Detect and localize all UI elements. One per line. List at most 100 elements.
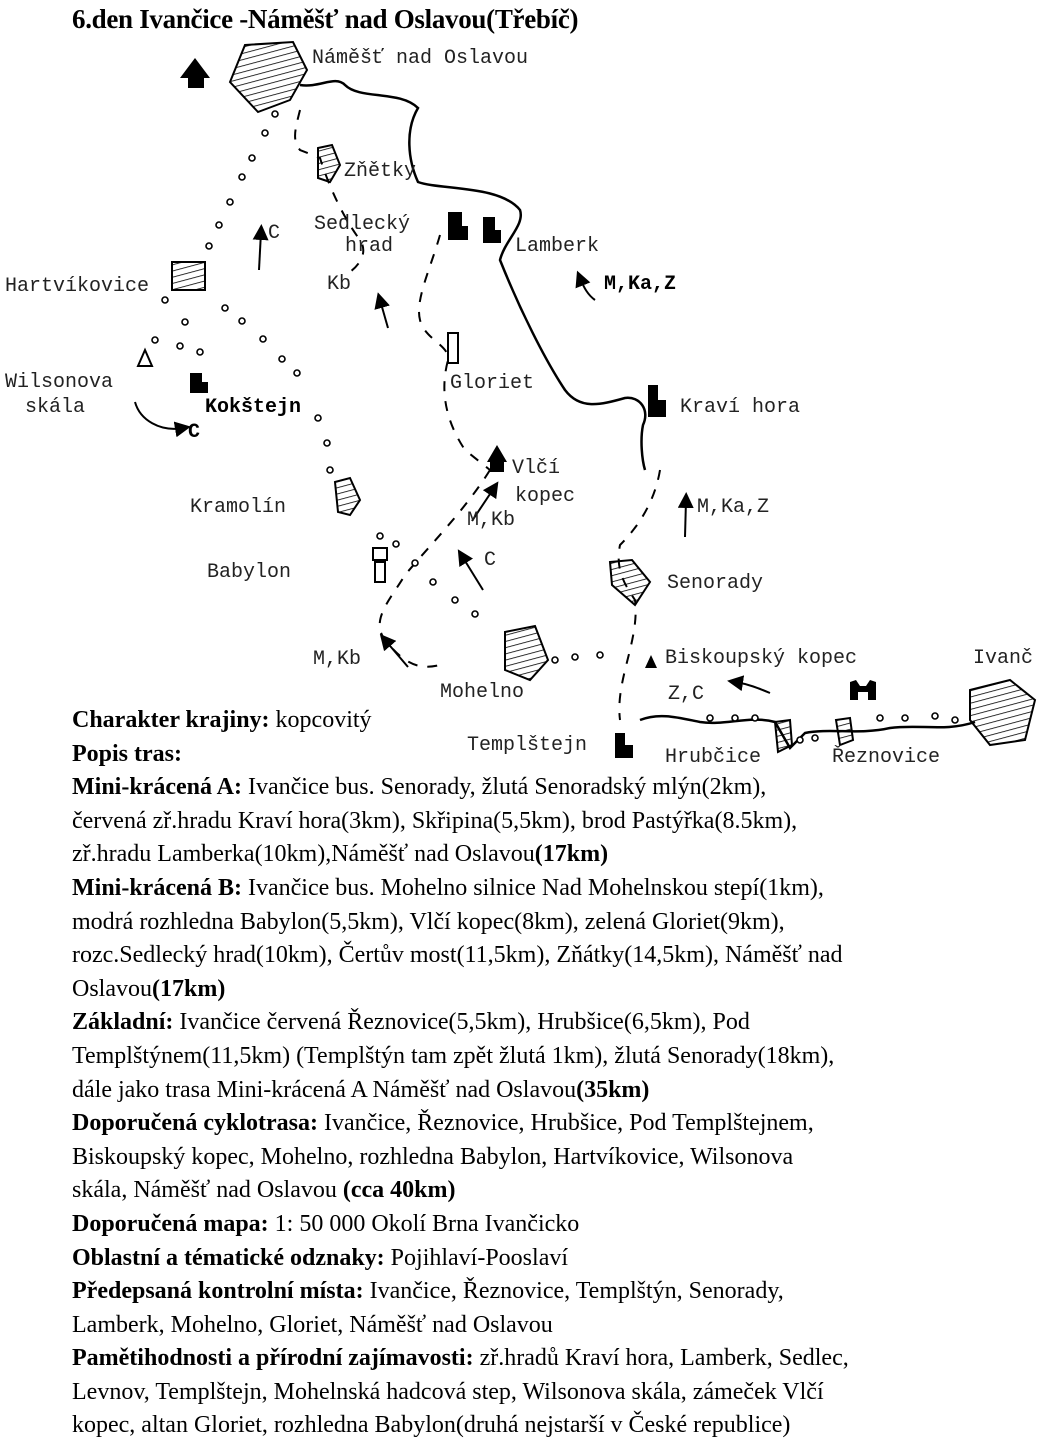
text-line: Levnov, Templštejn, Mohelnská hadcová st…	[72, 1376, 1032, 1410]
map-drawing	[134, 40, 1037, 758]
map-label-kokstejn: Kokštejn	[205, 396, 302, 419]
map-label-senorady: Senorady	[667, 572, 764, 595]
map-label-hrubcice: Hrubčice	[665, 746, 762, 769]
castle-sedlec-icon	[448, 212, 462, 240]
gloriet-icon	[447, 332, 459, 364]
line-text: Ivančice bus. Mohelno silnice Nad Moheln…	[241, 874, 824, 901]
text-line: kopec, altan Gloriet, rozhledna Babylon(…	[72, 1409, 1032, 1443]
map-label-biskoupsky: Biskoupský kopec	[665, 647, 858, 670]
castle-kravi-hora-icon	[648, 385, 658, 417]
line-label: Charakter krajiny:	[72, 707, 270, 733]
castle-markers	[180, 58, 876, 758]
map-label-lamberk: Lamberk	[515, 235, 600, 258]
text-line: rozc.Sedlecký hrad(10km), Čertův most(11…	[72, 939, 1032, 973]
map-label-gloriet: Gloriet	[450, 372, 535, 395]
map-label-c: C	[188, 421, 201, 444]
map-label-templstejn: Templštejn	[467, 734, 588, 757]
text-line: skála, Náměšť nad Oslavou (cca 40km)	[72, 1174, 1032, 1208]
map-label-mkb: M,Kb	[467, 509, 516, 532]
line-text: modrá rozhledna Babylon(5,5km), Vlčí kop…	[72, 908, 785, 935]
line-label: Pamětihodnosti a přírodní zajímavosti:	[72, 1345, 474, 1372]
text-line: Charakter krajiny: kopcovitý	[72, 704, 1032, 738]
text-line: Doporučená mapa: 1: 50 000 Okolí Brna Iv…	[72, 1208, 1032, 1242]
text-line: Doporučená cyklotrasa: Ivančice, Řeznovi…	[72, 1107, 1032, 1141]
map-label-skala: skála	[25, 396, 86, 419]
line-text: Pojihlaví-Pooslaví	[384, 1244, 569, 1271]
text-line: Lamberk, Mohelno, Gloriet, Náměšť nad Os…	[72, 1309, 1032, 1343]
text-line: Templštýnem(11,5km) (Templštýn tam zpět …	[72, 1040, 1032, 1074]
line-text: Ivančice, Řeznovice, Templštýn, Senorady…	[363, 1278, 784, 1305]
blue-dots-route	[151, 110, 959, 744]
green-route	[294, 109, 661, 721]
line-text: zř.hradů Kraví hora, Lamberk, Sedlec,	[473, 1345, 849, 1372]
text-line: modrá rozhledna Babylon(5,5km), Vlčí kop…	[72, 906, 1032, 940]
line-distance: (17km)	[152, 975, 226, 1002]
text-line: Mini-krácená B: Ivančice bus. Mohelno si…	[72, 872, 1032, 906]
map-label-zc: Z,C	[668, 683, 705, 706]
map-label-mkaz: M,Ka,Z	[604, 273, 677, 296]
direction-arrows	[134, 224, 771, 694]
line-text: kopec, altan Gloriet, rozhledna Babylon(…	[72, 1412, 791, 1439]
map-label-c: C	[268, 222, 281, 245]
line-label: Předepsaná kontrolní místa:	[72, 1278, 364, 1305]
line-text: Ivančice červená Řeznovice(5,5km), Hrubš…	[173, 1009, 750, 1036]
page-title: 6.den Ivančice -Náměšť nad Oslavou(Třebí…	[72, 4, 579, 34]
chateau-vlci-kopec-icon	[487, 445, 507, 472]
map-label-hrad: hrad	[345, 235, 394, 258]
line-label: Mini-krácená B:	[72, 874, 242, 901]
line-label: Základní:	[72, 1009, 174, 1036]
text-line: červená zř.hradu Kraví hora(3km), Skřipi…	[72, 805, 1032, 839]
text-line: Pamětihodnosti a přírodní zajímavosti: z…	[72, 1342, 1032, 1376]
line-text: zř.hradu Lamberka(10km),Náměšť nad Oslav…	[72, 841, 535, 868]
line-distance: (17km)	[534, 841, 609, 868]
text-line: zř.hradu Lamberka(10km),Náměšť nad Oslav…	[72, 838, 1032, 872]
text-line: Oblastní a tématické odznaky: Pojihlaví-…	[72, 1242, 1032, 1276]
text-line: dále jako trasa Mini-krácená A Náměšť na…	[72, 1074, 1032, 1108]
map-label-kramolin: Kramolín	[190, 496, 287, 519]
chateau-icon	[180, 58, 210, 88]
line-text: skála, Náměšť nad Oslavou	[72, 1177, 343, 1204]
map-label-hartvikovice: Hartvíkovice	[5, 275, 150, 298]
line-text: Biskoupský kopec, Mohelno, rozhledna Bab…	[72, 1143, 794, 1170]
map-label-mkb: M,Kb	[313, 648, 362, 671]
river-oslava	[299, 79, 647, 471]
line-text: rozc.Sedlecký hrad(10km), Čertův most(11…	[72, 942, 843, 969]
map-label-namest: Náměšť nad Oslavou	[312, 47, 529, 70]
towers	[136, 332, 459, 583]
map-label-mkaz: M,Ka,Z	[697, 496, 770, 519]
text-line: Předepsaná kontrolní místa: Ivančice, Ře…	[72, 1275, 1032, 1309]
map-label-vlci: Vlčí	[512, 457, 561, 480]
text-line: Oslavou(17km)	[72, 973, 1032, 1007]
babylon-tower-icon	[372, 547, 388, 561]
towns	[171, 40, 1037, 754]
hill-icon	[645, 655, 657, 668]
text-line: Biskoupský kopec, Mohelno, rozhledna Bab…	[72, 1141, 1032, 1175]
castle-kokstejn-icon	[190, 373, 202, 393]
text-line: Mini-krácená A: Ivančice bus. Senorady, …	[72, 771, 1032, 805]
rock-icon	[136, 347, 154, 367]
line-text: Oslavou	[72, 975, 152, 1002]
line-distance: (35km)	[576, 1076, 650, 1103]
text-line: Základní: Ivančice červená Řeznovice(5,5…	[72, 1006, 1032, 1040]
line-label: Popis tras:	[72, 740, 182, 767]
line-text: kopcovitý	[269, 707, 372, 733]
line-label: Doporučená cyklotrasa:	[72, 1110, 318, 1137]
line-distance: (cca 40km)	[342, 1177, 456, 1204]
river-jihlava	[639, 714, 976, 751]
castle-templstejn-icon	[615, 733, 625, 758]
line-text: 1: 50 000 Okolí Brna Ivančicko	[268, 1210, 580, 1237]
line-label: Mini-krácená A:	[72, 774, 242, 801]
line-text: Lamberk, Mohelno, Gloriet, Náměšť nad Os…	[72, 1311, 553, 1338]
map-label-wilsonova: Wilsonova	[5, 371, 114, 394]
line-text: dále jako trasa Mini-krácená A Náměšť na…	[72, 1076, 577, 1103]
line-text: Ivančice, Řeznovice, Hrubšice, Pod Templ…	[317, 1110, 814, 1137]
text-line: Popis tras:	[72, 738, 1032, 772]
map-label-reznovice: Řeznovice	[832, 746, 941, 769]
map-label-c: C	[484, 549, 497, 572]
line-text: Levnov, Templštejn, Mohelnská hadcová st…	[72, 1378, 824, 1405]
map-label-kb: Kb	[327, 273, 352, 296]
map-label-kravi-hora: Kraví hora	[680, 396, 801, 419]
map-label-ivancice: Ivanč	[973, 647, 1034, 670]
bridge-icon	[850, 680, 876, 700]
